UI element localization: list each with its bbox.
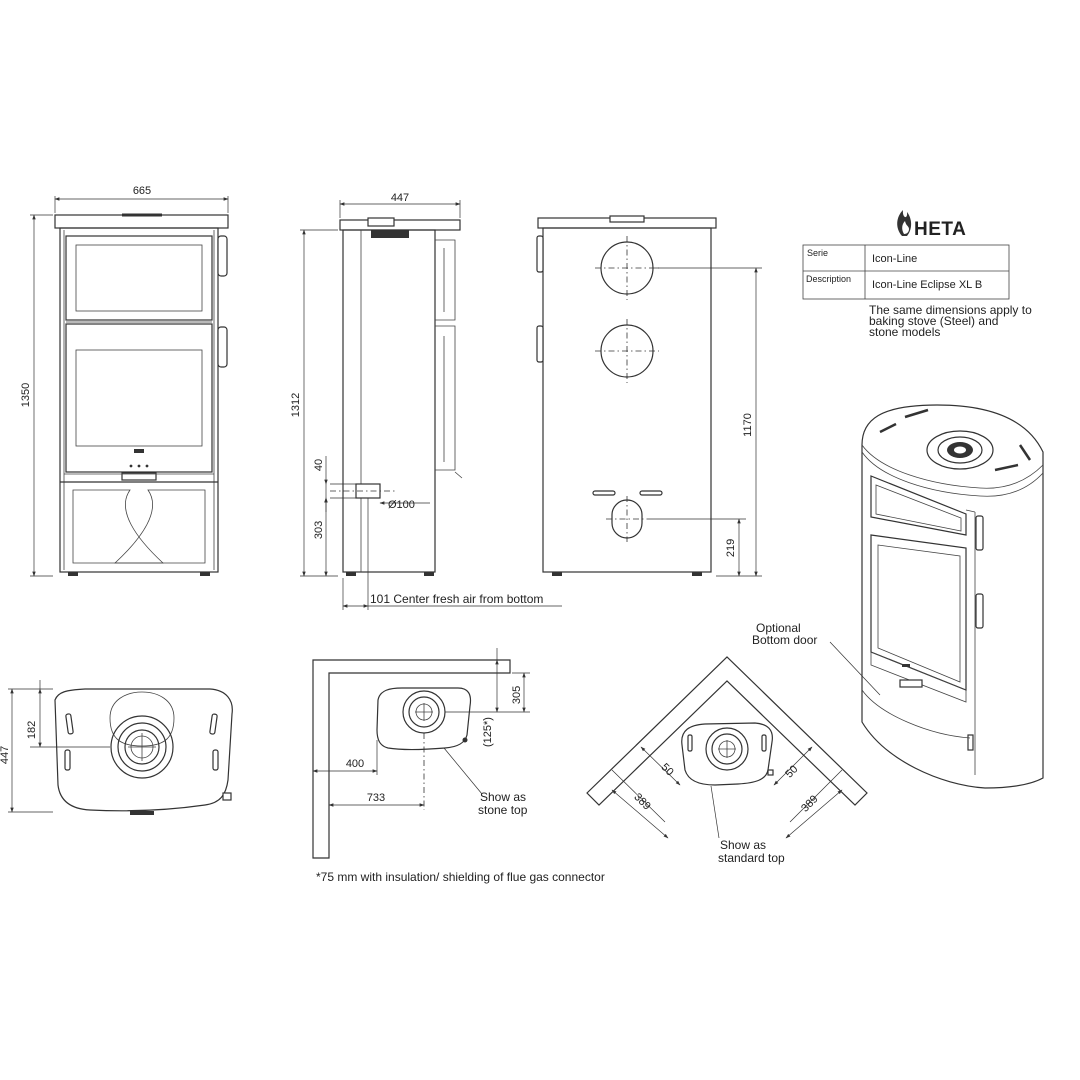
- brand-name: HETA: [914, 219, 966, 240]
- top-depth-dim: 447: [0, 746, 11, 764]
- side-depth-dim: 447: [391, 192, 409, 204]
- optional-door-line-1: Optional: [756, 621, 801, 635]
- side-height-dim: 1312: [290, 393, 302, 417]
- back-view: 1170 219: [536, 215, 762, 577]
- note-line-1: The same dimensions apply to: [869, 303, 1032, 317]
- corner-placement-view: 50 389 50 389 Show as standard top: [586, 656, 868, 865]
- top-182-dim: 182: [26, 721, 38, 739]
- description-label: Description: [806, 274, 851, 284]
- standard-top-line-1: Show as: [720, 838, 766, 852]
- front-width-dim: 665: [133, 185, 151, 197]
- side-view: 447 1312 40 303 Ø100 101 Center fresh ai…: [290, 192, 562, 610]
- wall-placement-view: (125*) 305 400 733 Show as stone top: [312, 648, 530, 859]
- serie-label: Serie: [807, 248, 828, 258]
- fresh-air-note: 101 Center fresh air from bottom: [370, 592, 543, 606]
- side-40-dim: 40: [313, 459, 325, 471]
- front-height-dim: 1350: [20, 383, 32, 407]
- back-1170-dim: 1170: [742, 413, 754, 437]
- note-line-3: stone models: [869, 325, 940, 339]
- optional-door-line-2: Bottom door: [752, 633, 817, 647]
- serie-value: Icon-Line: [872, 253, 917, 265]
- stone-top-line-2: stone top: [478, 803, 528, 817]
- note-line-2: baking stove (Steel) and: [869, 314, 998, 328]
- wall-125-dim: (125*): [482, 717, 494, 747]
- footnote: *75 mm with insulation/ shielding of flu…: [316, 870, 605, 884]
- side-303-dim: 303: [313, 521, 325, 539]
- top-view: 447 182: [0, 680, 233, 815]
- wall-305-dim: 305: [511, 686, 523, 704]
- iso-view: Optional Bottom door: [752, 404, 1044, 789]
- corner-50-left: 50: [659, 761, 676, 778]
- description-value: Icon-Line Eclipse XL B: [872, 279, 982, 291]
- front-view: 665 1350: [20, 185, 229, 577]
- corner-50-right: 50: [783, 763, 800, 780]
- stone-top-line-1: Show as: [480, 790, 526, 804]
- info-table: Serie Icon-Line Description Icon-Line Ec…: [802, 244, 1032, 339]
- fresh-air-diameter: Ø100: [388, 499, 415, 511]
- wall-733-dim: 733: [367, 792, 385, 804]
- standard-top-line-2: standard top: [718, 851, 785, 865]
- flame-icon: [897, 210, 912, 236]
- wall-400-dim: 400: [346, 758, 364, 770]
- heta-logo: HETA: [897, 210, 966, 240]
- back-219-dim: 219: [725, 539, 737, 557]
